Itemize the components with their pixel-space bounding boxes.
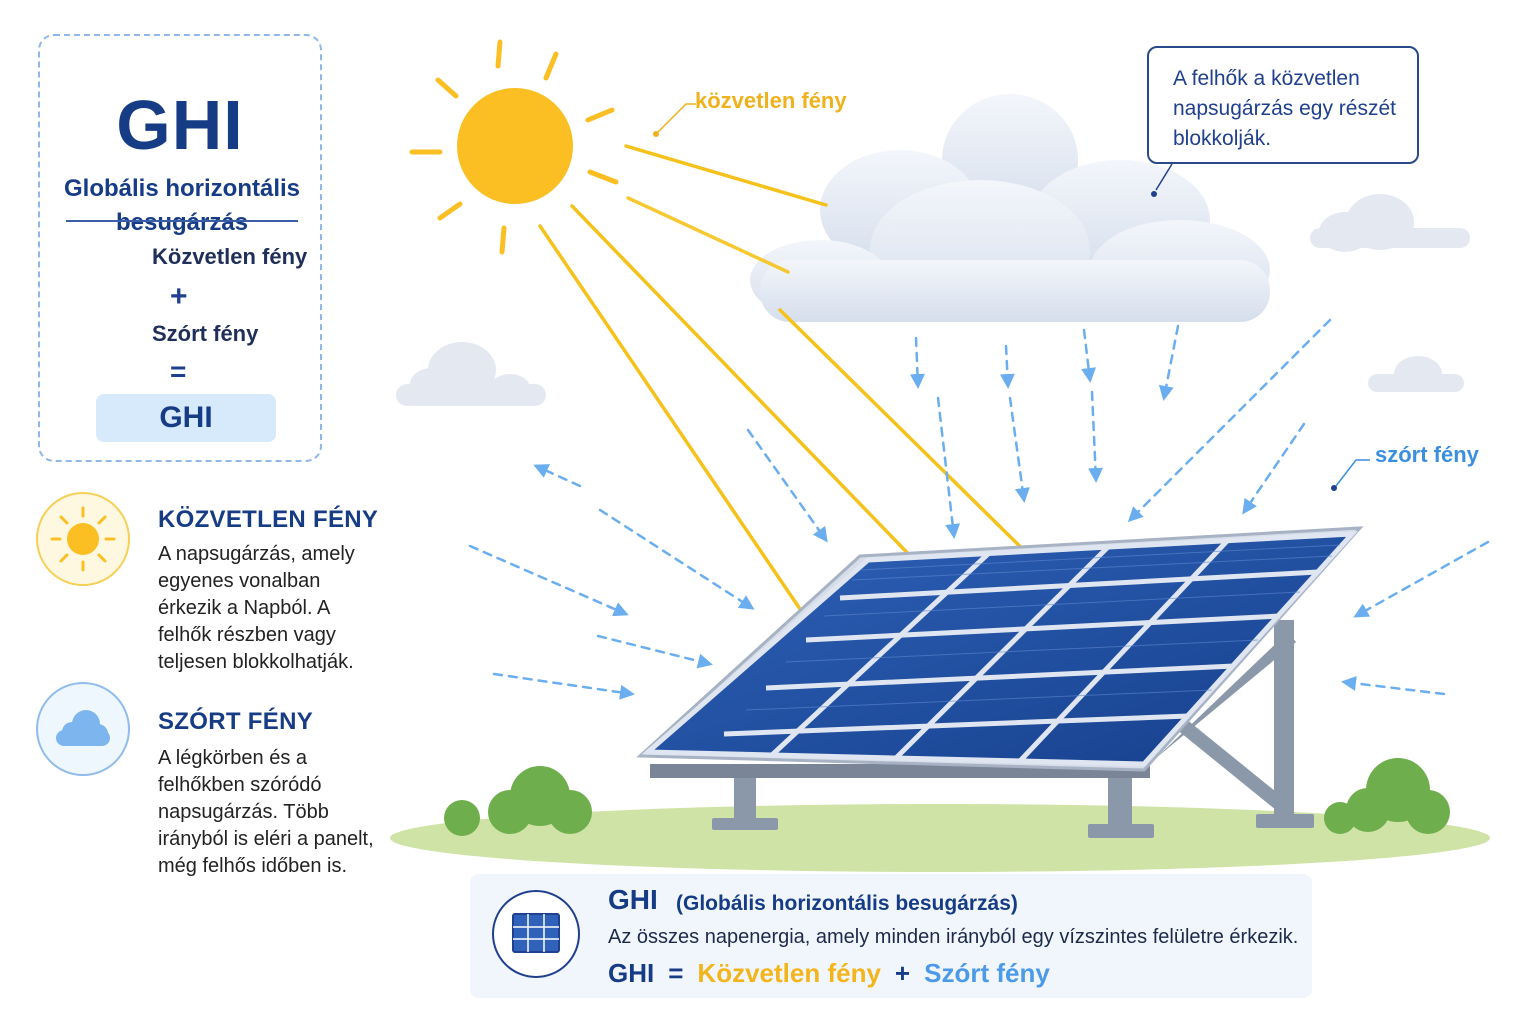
formula-equals: = — [668, 958, 684, 988]
small-cloud-far-right — [1368, 356, 1464, 392]
solar-panel-icon — [512, 913, 560, 953]
solar-panel-cell-lines — [745, 544, 1341, 711]
panel-description: Az összes napenergia, amely minden irány… — [608, 926, 1299, 948]
cloud-icon — [56, 710, 110, 746]
sun — [409, 39, 619, 255]
direct-light-description: A napsugárzás, amely egyenes vonalban ér… — [158, 543, 355, 673]
panel-supports — [650, 620, 1314, 838]
formula-direct: Közvetlen fény — [697, 958, 881, 988]
panel-ghi-fullname: (Globális horizontális besugárzás) — [676, 892, 1018, 915]
diffuse-light-label: szórt fény — [1375, 442, 1479, 467]
diffuse-light-description: A légkörben és a felhőkben szóródó napsu… — [158, 747, 374, 877]
legend-ghi-badge: GHI — [96, 394, 276, 442]
legend-subtitle: Globális horizontális besugárzás — [63, 175, 301, 236]
ghi-formula: GHI = Közvetlen fény + Szórt fény — [608, 958, 1050, 989]
legend-box: GHI Globális horizontális besugárzás Köz… — [38, 34, 322, 462]
sun-icon — [50, 506, 116, 572]
solar-panel-cells — [641, 531, 1358, 767]
info-panel: GHI (Globális horizontális besugárzás) A… — [470, 874, 1312, 998]
legend-plus: + — [170, 280, 188, 313]
small-cloud-right — [1310, 194, 1470, 252]
diffuse-light-icon-badge — [36, 682, 130, 776]
legend-title: GHI — [116, 86, 244, 164]
formula-diffuse: Szórt fény — [924, 958, 1050, 988]
panel-ghi-title: GHI — [608, 884, 658, 915]
direct-light-label: közvetlen fény — [695, 88, 847, 113]
legend-equals: = — [170, 356, 187, 387]
bush-left — [444, 766, 592, 836]
formula-plus: + — [894, 958, 911, 988]
bush-right — [1324, 758, 1450, 834]
main-cloud — [750, 94, 1270, 322]
direct-light-heading: KÖZVETLEN FÉNY — [158, 506, 379, 533]
legend-direct-label: Közvetlen fény — [152, 244, 308, 269]
formula-ghi: GHI — [608, 958, 655, 988]
legend-diffuse-label: Szórt fény — [152, 321, 259, 346]
legend-divider — [66, 220, 298, 222]
cloud-callout: A felhők a közvetlen napsugárzás egy rés… — [1147, 46, 1419, 164]
diffuse-light-heading: SZÓRT FÉNY — [158, 708, 314, 735]
solar-panel-icon-badge — [492, 890, 580, 978]
small-cloud-left — [396, 342, 546, 406]
diffuse-rays — [468, 318, 1490, 700]
label-leaders — [653, 103, 1370, 491]
ground — [390, 804, 1490, 872]
direct-light-icon-badge — [36, 492, 130, 586]
